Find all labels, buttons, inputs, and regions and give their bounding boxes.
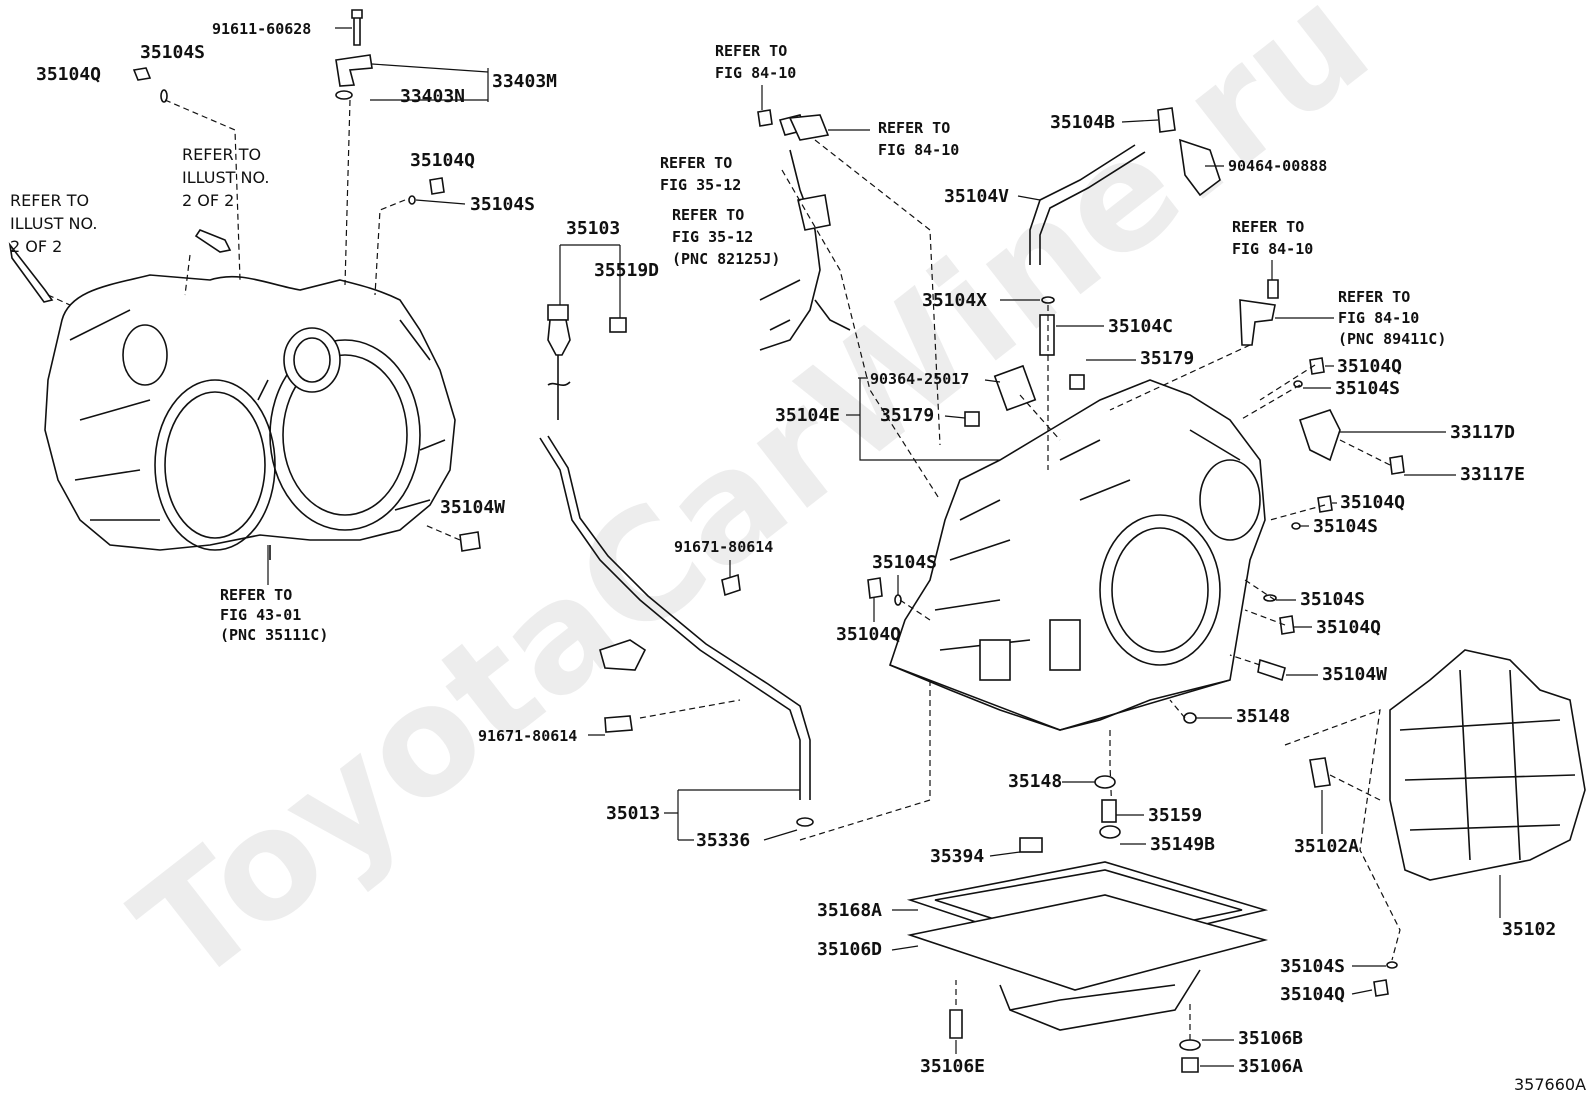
label-35179-a: 35179: [1140, 348, 1194, 369]
label-35104S-b: 35104S: [470, 194, 535, 215]
transaxle-housing-drawing: [44, 274, 456, 560]
label-35519D: 35519D: [594, 260, 659, 281]
label-35104B: 35104B: [1050, 112, 1115, 133]
speed-sensor-89411C: [1239, 279, 1279, 346]
label-refer-fig35-b-1: REFER TO: [672, 206, 744, 224]
label-refer-illust-b-2: ILLUST NO.: [10, 214, 97, 233]
label-refer-fig43-1: REFER TO: [220, 586, 292, 604]
label-35179-b: 35179: [880, 405, 934, 426]
label-35102: 35102: [1502, 919, 1556, 940]
label-refer-illust-b-3: 2 OF 2: [10, 237, 62, 256]
main-dashed-leaders: [781, 139, 1391, 816]
label-refer-fig84-c-1: REFER TO: [1232, 218, 1304, 236]
label-35106E: 35106E: [920, 1056, 985, 1077]
label-35104V: 35104V: [944, 186, 1009, 207]
label-refer-fig35-b-3: (PNC 82125J): [672, 250, 780, 268]
label-refer-fig84-d-2: FIG 84-10: [1338, 309, 1419, 327]
label-35168A: 35168A: [817, 900, 882, 921]
label-35102A: 35102A: [1294, 836, 1359, 857]
label-refer-fig35-a-1: REFER TO: [660, 154, 732, 172]
sensor-fig84: [757, 109, 830, 141]
cover-dashed-leaders: [1284, 709, 1401, 961]
small-parts-middle: [964, 296, 1085, 427]
label-refer-fig43-2: FIG 43-01: [220, 606, 301, 624]
label-35104E: 35104E: [775, 405, 840, 426]
label-35104S-d: 35104S: [1313, 516, 1378, 537]
label-refer-illust-b-1: REFER TO: [10, 191, 89, 210]
bolt-91611-60628: [351, 9, 363, 46]
label-35106A: 35106A: [1238, 1056, 1303, 1077]
label-35104Q-f: 35104Q: [1316, 617, 1381, 638]
label-refer-fig35-a-2: FIG 35-12: [660, 176, 741, 194]
label-35104Q-d: 35104Q: [1340, 492, 1405, 513]
label-33117E: 33117E: [1460, 464, 1525, 485]
label-refer-fig84-a-1: REFER TO: [715, 42, 787, 60]
filler-tube-35013: [539, 435, 814, 827]
part-labels: 91611-60628 33403M 33403N 35104S 35104Q …: [10, 20, 1556, 1077]
label-35104X: 35104X: [922, 290, 987, 311]
tube-dashed-leader: [639, 640, 931, 841]
lower-small-parts: [1019, 775, 1121, 853]
label-35013: 35013: [606, 803, 660, 824]
label-33403M: 33403M: [492, 71, 557, 92]
label-91671-80614-a: 91671-80614: [674, 538, 773, 556]
label-35106B: 35106B: [1238, 1028, 1303, 1049]
label-35104W-a: 35104W: [440, 497, 505, 518]
label-35106D: 35106D: [817, 939, 882, 960]
label-35104Q-g: 35104Q: [1280, 984, 1345, 1005]
left-dashed-leaders: [47, 99, 461, 541]
label-35104S-c: 35104S: [1335, 378, 1400, 399]
oil-pan-35106D: [906, 861, 1269, 1031]
switch-33403M: [335, 54, 373, 100]
label-90464-00888: 90464-00888: [1228, 157, 1327, 175]
label-91611-60628: 91611-60628: [212, 20, 311, 38]
label-refer-fig43-3: (PNC 35111C): [220, 626, 328, 644]
transaxle-case-drawing: [889, 379, 1266, 731]
label-35104C: 35104C: [1108, 316, 1173, 337]
label-refer-fig84-b-2: FIG 84-10: [878, 141, 959, 159]
label-refer-fig84-d-3: (PNC 89411C): [1338, 330, 1446, 348]
label-35104Q-b: 35104Q: [410, 150, 475, 171]
label-refer-fig84-c-2: FIG 84-10: [1232, 240, 1313, 258]
label-35148-a: 35148: [1236, 706, 1290, 727]
label-35104Q-e: 35104Q: [836, 624, 901, 645]
label-35104Q-c: 35104Q: [1337, 356, 1402, 377]
bolt-small-left: [8, 67, 481, 552]
label-90364-25017: 90364-25017: [870, 370, 969, 388]
label-refer-fig84-a-2: FIG 84-10: [715, 64, 796, 82]
label-35104W-b: 35104W: [1322, 664, 1387, 685]
drain-plugs: [949, 1009, 1201, 1073]
small-parts-right: [867, 357, 1405, 724]
label-35148-b: 35148: [1008, 771, 1062, 792]
label-35104S-g: 35104S: [1280, 956, 1345, 977]
label-33403N: 33403N: [400, 86, 465, 107]
label-refer-fig84-d-1: REFER TO: [1338, 288, 1410, 306]
label-refer-illust-a-1: REFER TO: [182, 145, 261, 164]
label-33117D: 33117D: [1450, 422, 1515, 443]
label-refer-illust-a-3: 2 OF 2: [182, 191, 234, 210]
label-35336: 35336: [696, 830, 750, 851]
label-refer-fig35-b-2: FIG 35-12: [672, 228, 753, 246]
label-35394: 35394: [930, 846, 984, 867]
label-35104S-f: 35104S: [1300, 589, 1365, 610]
dipstick-35103: [547, 304, 627, 420]
label-35104S-e: 35104S: [872, 552, 937, 573]
pan-dashed-leaders: [955, 980, 1191, 1040]
label-35103: 35103: [566, 218, 620, 239]
label-refer-fig84-b-1: REFER TO: [878, 119, 950, 137]
label-91671-80614-b: 91671-80614: [478, 727, 577, 745]
label-35159: 35159: [1148, 805, 1202, 826]
side-cover-35102: [1309, 649, 1586, 997]
label-35149B: 35149B: [1150, 834, 1215, 855]
label-refer-illust-a-2: ILLUST NO.: [182, 168, 269, 187]
figure-id: 357660A: [1514, 1075, 1586, 1094]
label-35104S-a: 35104S: [140, 42, 205, 63]
label-35104Q-a: 35104Q: [36, 64, 101, 85]
